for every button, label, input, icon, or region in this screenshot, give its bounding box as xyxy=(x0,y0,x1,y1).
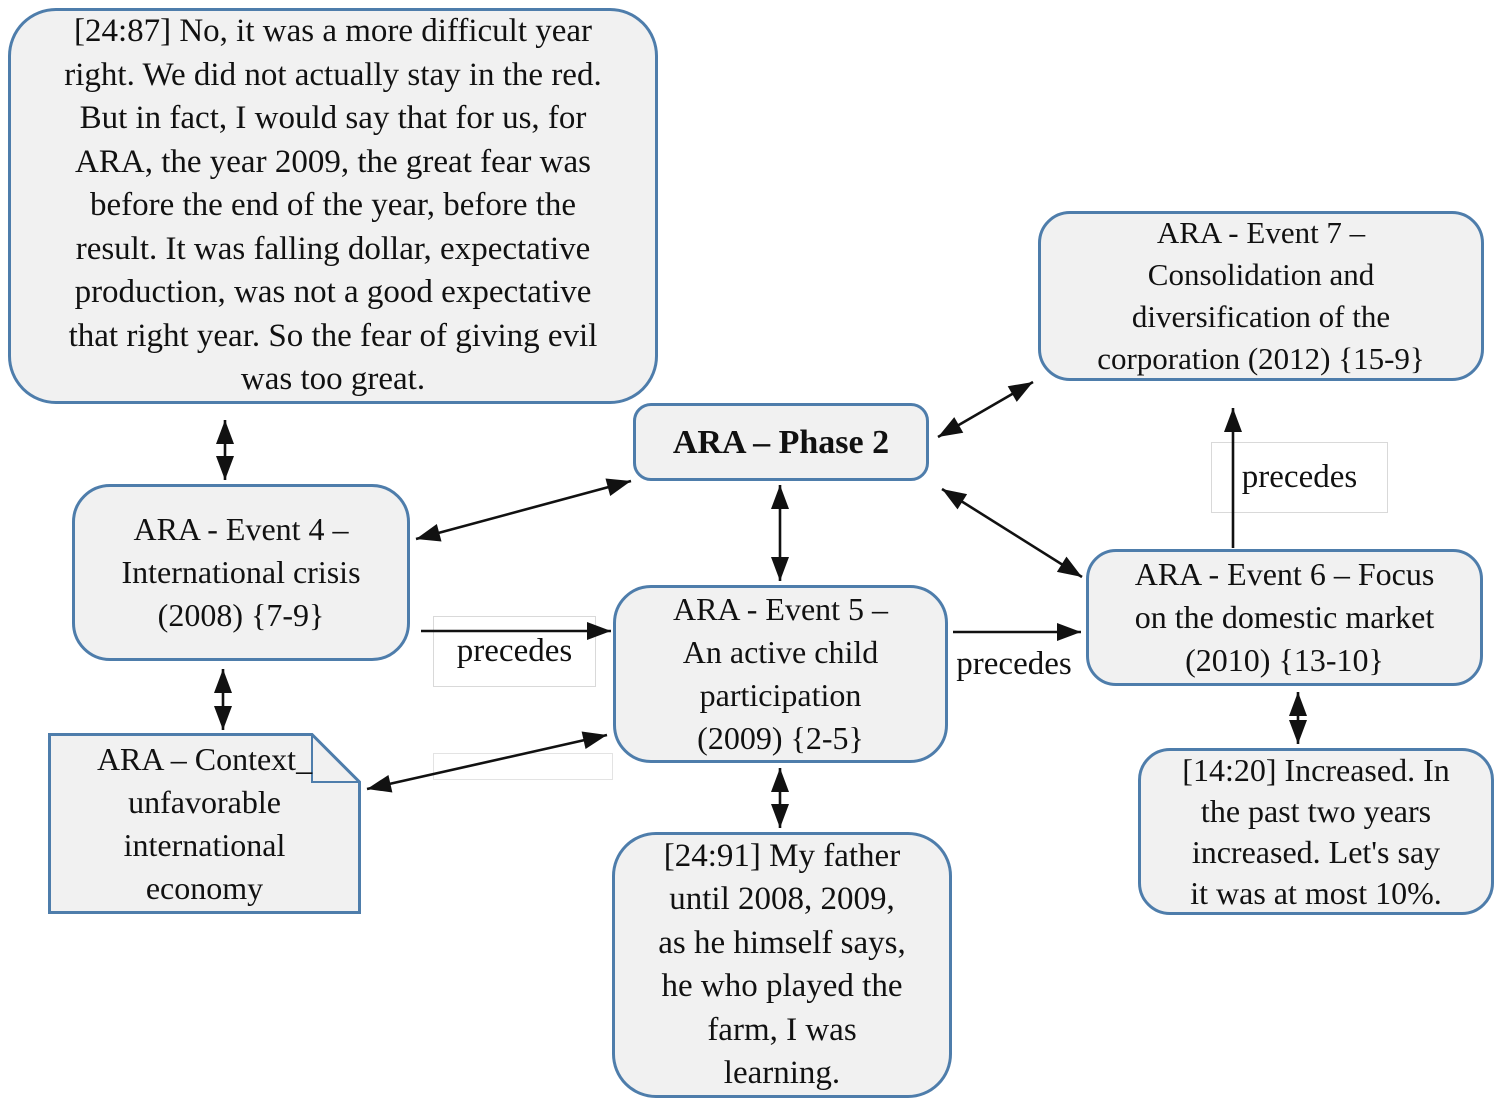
empty-relation-label xyxy=(433,753,613,780)
context-note-text: ARA – Context_ unfavorable international… xyxy=(96,740,313,906)
node-event-5[interactable]: ARA - Event 5 – An active child particip… xyxy=(613,585,948,763)
arrow-event4-phase2 xyxy=(415,478,632,542)
edge-label-precedes-event5-event6: precedes xyxy=(948,642,1080,686)
event-7-text: ARA - Event 7 – Consolidation and divers… xyxy=(1097,215,1425,376)
node-ara-phase-2[interactable]: ARA – Phase 2 xyxy=(633,403,929,481)
precedes-label-text: precedes xyxy=(956,645,1072,682)
precedes-label-text: precedes xyxy=(456,633,573,669)
node-event-7[interactable]: ARA - Event 7 – Consolidation and divers… xyxy=(1038,211,1484,381)
event-6-text: ARA - Event 6 – Focus on the domestic ma… xyxy=(1134,556,1435,678)
context-note-shape xyxy=(48,733,361,914)
arrow-phase2-event6 xyxy=(941,487,1083,579)
quotation-24-91-text: [24:91] My father until 2008, 2009, as h… xyxy=(658,837,906,1092)
node-context-note[interactable]: ARA – Context_ unfavorable international… xyxy=(48,733,361,914)
node-event-4[interactable]: ARA - Event 4 – International crisis (20… xyxy=(72,484,410,661)
node-quotation-14-20[interactable]: [14:20] Increased. In the past two years… xyxy=(1138,748,1494,915)
event-5-text: ARA - Event 5 – An active child particip… xyxy=(672,591,889,756)
quotation-24-87-text: [24:87] No, it was a more difficult year… xyxy=(64,13,602,398)
ara-phase-2-text: ARA – Phase 2 xyxy=(672,423,890,461)
edge-label-precedes-event4-event5: precedes xyxy=(433,616,596,687)
edge-label-precedes-event6-event7: precedes xyxy=(1211,442,1388,513)
arrow-phase2-event7 xyxy=(937,380,1034,439)
precedes-label-text: precedes xyxy=(1241,459,1358,495)
node-quotation-24-91[interactable]: [24:91] My father until 2008, 2009, as h… xyxy=(612,832,952,1098)
event-4-text: ARA - Event 4 – International crisis (20… xyxy=(121,511,361,633)
quotation-14-20-text: [14:20] Increased. In the past two years… xyxy=(1182,751,1450,911)
node-event-6[interactable]: ARA - Event 6 – Focus on the domestic ma… xyxy=(1086,549,1483,686)
node-quotation-24-87[interactable]: [24:87] No, it was a more difficult year… xyxy=(8,8,658,404)
